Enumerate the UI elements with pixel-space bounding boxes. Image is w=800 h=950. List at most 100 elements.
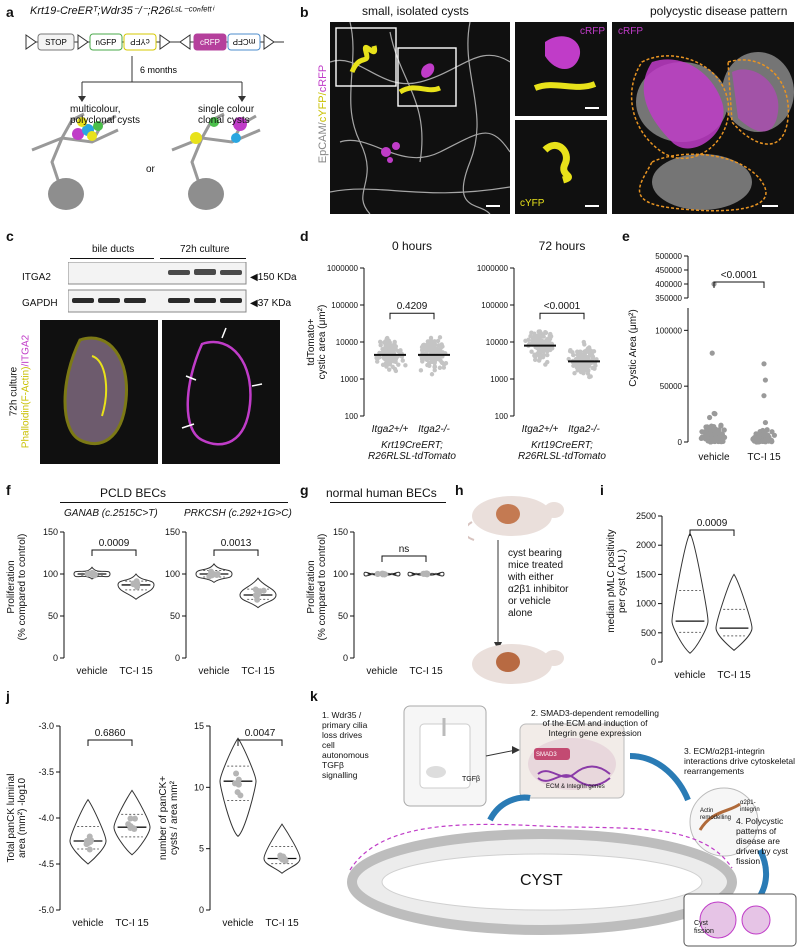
d-right-point bbox=[529, 330, 534, 335]
polyclonal-label: multicolour, polyclonal cysts bbox=[70, 104, 141, 126]
d-right-point bbox=[541, 334, 546, 339]
d-left-point bbox=[393, 368, 399, 374]
kda-37: ◀37 KDa bbox=[250, 298, 292, 309]
itga2-stain-label: /ITGA2 bbox=[20, 334, 32, 367]
i-pvalue: 0.0009 bbox=[697, 518, 728, 529]
e-ytick-label: 500000 bbox=[655, 252, 682, 261]
inset-cyfp-label: cYFP bbox=[520, 198, 545, 209]
f-left-ylabel: Proliferation(% compared to control) bbox=[6, 534, 28, 641]
d-right-point bbox=[550, 346, 555, 351]
k-tgfb-label: TGFβ bbox=[462, 776, 481, 783]
f-left-bracket bbox=[91, 549, 137, 556]
e-pvalue: <0.0001 bbox=[721, 270, 758, 281]
e-point bbox=[762, 419, 769, 426]
d-right-point bbox=[541, 352, 546, 358]
blot-divider-left bbox=[70, 258, 154, 259]
i-xlabel: TC-I 15 bbox=[717, 670, 751, 681]
panel-label-g: g bbox=[300, 482, 309, 498]
g-point bbox=[374, 570, 381, 577]
blot-row-itga2: ITGA2 bbox=[22, 272, 51, 283]
panel-label-j: j bbox=[6, 688, 10, 704]
d-left-point bbox=[436, 357, 442, 362]
d-right-point bbox=[589, 349, 595, 354]
f-right-pvalue: 0.0013 bbox=[221, 538, 252, 549]
j-left-ytick-label: -3.5 bbox=[38, 767, 54, 777]
d-right-point bbox=[571, 352, 576, 358]
d-right-point bbox=[545, 339, 551, 345]
f-left-ytick-label: 50 bbox=[48, 611, 58, 621]
e-point bbox=[760, 438, 766, 444]
chart-panel-e: 050000100000350000400000450000500000Cyst… bbox=[628, 252, 781, 463]
d-right-ytick-label: 1000000 bbox=[477, 264, 509, 273]
micrograph-polycystic-pattern bbox=[612, 22, 794, 214]
panel-label-b: b bbox=[300, 4, 309, 20]
d-left-point bbox=[388, 346, 393, 352]
d-left-pvalue: 0.4209 bbox=[397, 301, 428, 312]
k-genes-label: ECM & Integrin genes bbox=[546, 784, 605, 790]
g-ytick-label: 0 bbox=[343, 653, 348, 663]
d-right-point bbox=[575, 368, 580, 373]
prkcsh-label: PRKCSH (c.292+1G>C) bbox=[184, 508, 292, 519]
j-left-point bbox=[131, 815, 138, 822]
g-xlabel: TC-I 15 bbox=[409, 666, 443, 677]
e-ylabel: Cystic Area (μm²) bbox=[628, 309, 639, 386]
e-point bbox=[699, 434, 705, 440]
f-right-point bbox=[255, 589, 262, 596]
d-left-point bbox=[391, 343, 396, 348]
d-right-point bbox=[581, 371, 586, 376]
d-right-point bbox=[529, 349, 534, 354]
i-violin bbox=[715, 573, 753, 651]
d-left-point bbox=[403, 363, 408, 368]
f-right-ytick-label: 0 bbox=[175, 653, 180, 663]
genotype-label: Krt19-CreERᵀ;Wdr35⁻/⁻;R26ᴸˢᴸ⁻ᶜᵒⁿᶠᵉᵗᵗⁱ bbox=[30, 5, 214, 17]
d-left-ytick-label: 10000 bbox=[336, 338, 359, 347]
d-right-ytick-label: 100000 bbox=[481, 301, 508, 310]
mouse-top-icon bbox=[468, 496, 564, 541]
g-ytick-label: 150 bbox=[333, 527, 348, 537]
treatment-text: cyst bearing mice treated with either α2… bbox=[508, 548, 569, 619]
d-right-pvalue: <0.0001 bbox=[544, 301, 581, 312]
f-left-ytick-label: 150 bbox=[43, 527, 58, 537]
d-left-point bbox=[378, 339, 383, 345]
j-left-violin bbox=[113, 789, 151, 856]
d-left-point bbox=[391, 358, 397, 363]
pcld-title: PCLD BECs bbox=[100, 486, 167, 500]
e-ytick-label: 450000 bbox=[655, 266, 682, 275]
d-left-point bbox=[388, 350, 393, 355]
e-xlabel: TC-I 15 bbox=[747, 452, 781, 463]
inset-crfp-label: cRFP bbox=[580, 26, 605, 37]
e-point bbox=[709, 432, 715, 438]
e-point bbox=[718, 423, 724, 429]
d-right-point bbox=[536, 353, 542, 358]
d-left-point bbox=[443, 360, 449, 366]
g-point bbox=[381, 571, 388, 578]
f-left-pvalue: 0.0009 bbox=[99, 538, 130, 549]
or-label: or bbox=[146, 164, 155, 175]
gallbladder-right-icon bbox=[188, 178, 224, 210]
d-left-bracket bbox=[389, 312, 435, 320]
i-ytick-label: 500 bbox=[641, 628, 656, 638]
k-actin-label: Actin remodelling bbox=[700, 808, 732, 821]
i-violin bbox=[671, 532, 709, 654]
d-left-point bbox=[375, 359, 380, 364]
d-right-xlabel: Itga2+/+ bbox=[522, 424, 559, 435]
d-left-ytick-label: 100000 bbox=[331, 301, 358, 310]
blot-divider-right bbox=[160, 258, 246, 259]
d-right-point bbox=[538, 337, 543, 343]
e-point bbox=[761, 393, 767, 399]
kda-150: ◀150 KDa bbox=[250, 272, 297, 283]
e-point bbox=[721, 434, 727, 441]
d-left-point bbox=[419, 356, 425, 362]
j-right-point bbox=[235, 776, 242, 783]
panel-label-a: a bbox=[6, 4, 14, 20]
d-left-point bbox=[429, 338, 434, 344]
d-left-point bbox=[425, 362, 430, 368]
cassette-cyfp: cYFP bbox=[130, 37, 150, 46]
e-xlabel: vehicle bbox=[698, 452, 730, 463]
d-right-point bbox=[532, 357, 538, 363]
g-ytick-label: 100 bbox=[333, 569, 348, 579]
d-right-title: 72 hours bbox=[539, 239, 586, 253]
mouse-bottom-icon bbox=[472, 644, 564, 684]
d-right-point bbox=[577, 361, 582, 367]
inset-crfp bbox=[515, 22, 607, 116]
